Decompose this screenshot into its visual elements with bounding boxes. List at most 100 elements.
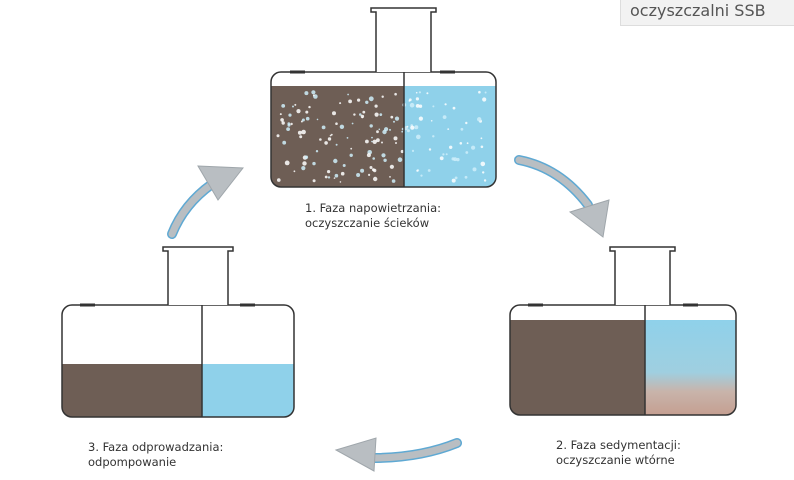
air-bubble	[373, 176, 378, 182]
air-bubble	[482, 171, 485, 174]
air-bubble	[327, 137, 332, 141]
air-bubble	[327, 176, 331, 179]
arrow-discharge-to-aeration	[167, 165, 244, 239]
air-bubble	[427, 169, 431, 172]
air-bubble	[432, 135, 435, 138]
air-bubble	[418, 116, 423, 121]
air-bubble	[294, 103, 297, 106]
air-bubble	[442, 153, 445, 156]
air-bubble	[347, 93, 349, 96]
air-bubble	[342, 164, 346, 167]
air-bubble	[391, 179, 396, 183]
air-bubble	[480, 137, 483, 140]
air-bubble	[408, 100, 411, 102]
air-bubble	[340, 171, 345, 176]
air-bubble	[411, 149, 415, 152]
air-bubble	[389, 164, 394, 169]
air-bubble	[308, 105, 311, 109]
air-bubble	[480, 145, 484, 149]
air-bubble	[312, 94, 315, 97]
air-bubble	[276, 134, 280, 138]
air-bubble	[297, 130, 302, 135]
air-bubble	[281, 121, 285, 125]
air-bubble	[334, 173, 339, 178]
air-bubble	[356, 173, 361, 177]
air-bubble	[415, 104, 420, 108]
tank-aeration-sludge	[271, 86, 404, 187]
air-bubble	[454, 176, 458, 180]
air-bubble	[349, 153, 353, 157]
air-bubble	[335, 143, 338, 146]
air-bubble	[384, 127, 389, 132]
air-bubble	[416, 169, 419, 172]
air-bubble	[350, 147, 353, 150]
air-bubble	[452, 106, 456, 110]
air-bubble	[292, 105, 294, 108]
air-bubble	[477, 117, 482, 122]
tank-discharge	[61, 246, 295, 418]
air-bubble	[465, 121, 468, 125]
air-bubble	[432, 105, 435, 108]
air-bubble	[400, 149, 404, 154]
air-bubble	[390, 115, 394, 119]
air-bubble	[445, 153, 448, 156]
air-bubble	[460, 127, 464, 131]
air-bubble	[456, 157, 460, 162]
air-bubble	[312, 161, 316, 166]
air-bubble	[360, 168, 365, 173]
air-bubble	[447, 128, 450, 131]
air-bubble	[395, 142, 397, 144]
air-bubble	[339, 181, 342, 183]
air-bubble	[302, 161, 307, 166]
air-bubble	[368, 96, 374, 102]
header-title: oczyszczalni SSB	[630, 1, 766, 20]
air-bubble	[401, 130, 404, 133]
air-bubble	[324, 141, 328, 145]
air-bubble	[346, 137, 349, 139]
header-tab: oczyszczalni SSB	[620, 0, 794, 26]
air-bubble	[372, 139, 377, 144]
air-bubble	[483, 179, 487, 182]
air-bubble	[324, 175, 328, 179]
air-bubble	[465, 151, 469, 154]
air-bubble	[365, 139, 369, 144]
air-bubble	[304, 91, 309, 96]
air-bubble	[379, 113, 383, 116]
tank-sedimentation-water	[645, 320, 736, 415]
air-bubble	[280, 118, 284, 122]
air-bubble	[420, 174, 423, 177]
air-bubble	[381, 153, 386, 158]
air-bubble	[369, 166, 373, 169]
air-bubble	[397, 157, 403, 162]
tank-discharge-water	[202, 364, 294, 417]
tank-aeration-neck	[370, 7, 437, 72]
air-bubble	[305, 116, 310, 121]
tank-discharge-sludge	[62, 364, 202, 417]
air-bubble	[288, 113, 292, 117]
air-bubble	[410, 125, 415, 130]
air-bubble	[480, 161, 486, 167]
air-bubble	[319, 138, 322, 141]
air-bubble	[451, 178, 456, 183]
air-bubble	[279, 113, 282, 116]
air-bubble	[301, 118, 305, 122]
air-bubble	[459, 142, 463, 145]
air-bubble	[394, 92, 397, 96]
air-bubble	[430, 120, 433, 122]
air-bubble	[376, 138, 380, 143]
air-bubble	[371, 140, 373, 143]
tank-sedimentation	[509, 246, 737, 416]
air-bubble	[293, 170, 296, 173]
air-bubble	[362, 110, 366, 114]
air-bubble	[284, 160, 290, 166]
air-bubble	[415, 97, 419, 101]
arrow-sedimentation-to-discharge	[334, 437, 462, 472]
air-bubble	[301, 129, 306, 135]
air-bubble	[406, 125, 409, 128]
air-bubble	[381, 141, 383, 144]
air-bubble	[357, 98, 361, 102]
air-bubble	[353, 113, 356, 116]
caption-discharge: 3. Faza odprowadzania: odpompowanie	[88, 440, 224, 469]
air-bubble	[378, 128, 381, 131]
air-bubble	[428, 148, 432, 151]
